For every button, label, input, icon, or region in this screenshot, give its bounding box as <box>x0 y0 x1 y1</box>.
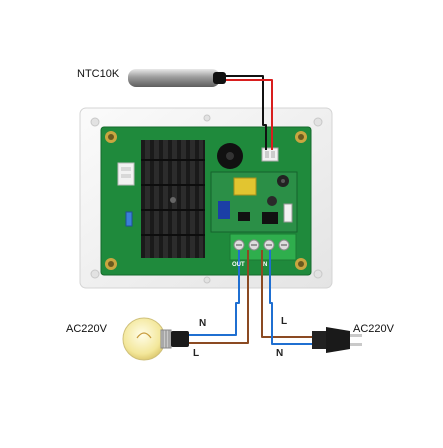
buzzer-icon <box>217 143 243 169</box>
sensor-wires <box>226 75 273 150</box>
probe-icon <box>128 69 226 87</box>
terminal-block <box>229 233 297 261</box>
heatsink-icon <box>141 140 205 258</box>
enclosure-screw-holes <box>90 114 323 284</box>
power-module <box>210 171 298 233</box>
bulb-icon <box>122 317 189 361</box>
wire-label-n-right: N <box>276 348 284 359</box>
plug-icon <box>312 327 362 353</box>
terminal-label-n: N <box>263 262 268 268</box>
sensor-label: NTC10K <box>77 68 120 80</box>
wire-label-l-left: L <box>193 348 200 359</box>
sensor-header <box>261 147 279 162</box>
blue-resistor <box>125 211 133 227</box>
load-wires <box>188 250 249 344</box>
pcb-mount-pads <box>105 131 307 270</box>
ac-right-label: AC220V <box>353 323 394 335</box>
mains-wires <box>261 250 312 345</box>
wire-label-n-left: N <box>199 318 207 329</box>
left-connector <box>117 162 135 186</box>
wire-label-l-right: L <box>281 316 288 327</box>
ac-left-label: AC220V <box>66 323 107 335</box>
terminal-label-out: OUT <box>232 262 245 268</box>
